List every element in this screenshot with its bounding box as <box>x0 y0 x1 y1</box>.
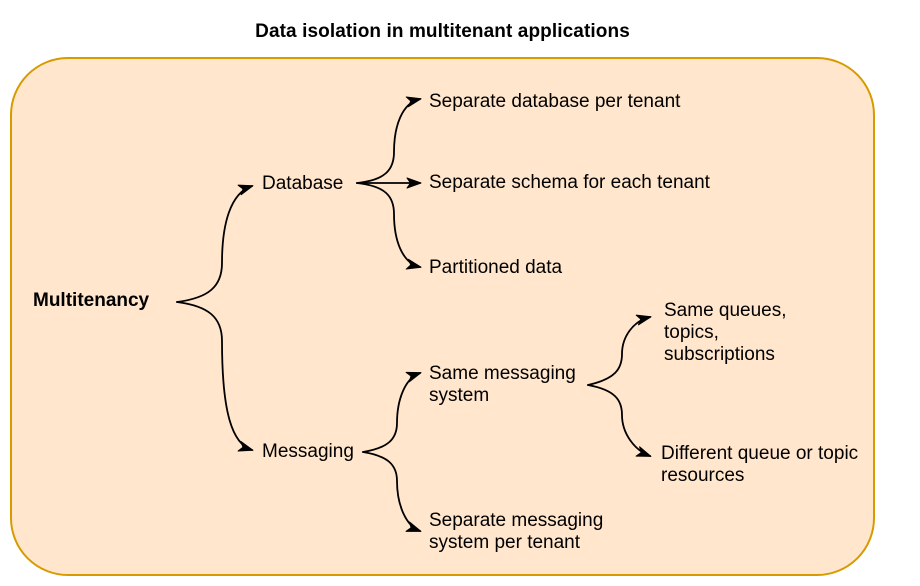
node-different-queue-or-topic-resources: Different queue or topic resources <box>661 443 859 486</box>
node-separate-messaging-system-per-tenant: Separate messaging system per tenant <box>429 510 604 553</box>
diagram-container-box <box>10 57 875 576</box>
node-database: Database <box>262 173 344 194</box>
node-separate-database-per-tenant: Separate database per tenant <box>429 91 681 112</box>
node-multitenancy: Multitenancy <box>33 290 150 311</box>
node-same-messaging-system: Same messaging system <box>429 363 576 406</box>
node-partitioned-data: Partitioned data <box>429 257 563 278</box>
node-same-queues-topics-subscriptions: Same queues, topics, subscriptions <box>664 300 787 365</box>
node-separate-schema-for-each-tenant: Separate schema for each tenant <box>429 172 710 193</box>
node-messaging: Messaging <box>262 441 354 462</box>
diagram-title: Data isolation in multitenant applicatio… <box>255 21 630 42</box>
